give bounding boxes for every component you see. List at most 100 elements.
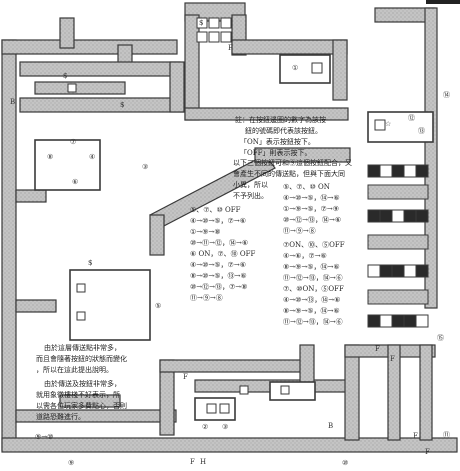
corridor-bottom-row [1,437,458,453]
route-line: ⑧→⑨→⑤，⑭→⑥ [283,307,340,315]
note-top-line: 「OFF」則表示按下。 [240,149,312,157]
corridor-diag-down [149,214,165,256]
map-label-H: H [200,458,207,466]
map-label-F-5: F [413,432,418,440]
map-label-n8: ⑧ [47,153,54,161]
map-label-n3b: ③ [222,423,229,431]
corridor-left-mid [15,189,47,203]
note-combo-line: 會產生不同的傳送點，但與下面大同 [233,170,345,178]
note-combo-line: 不予列出。 [233,192,268,200]
room-cross [34,139,101,191]
map-label-n10: ⑩ [342,459,349,467]
map-label-n12: ⑫ [408,114,415,122]
map-label-B-2: B [328,422,334,430]
map-label-F-1: F [228,44,233,52]
map-label-n14: ⑭ [443,91,450,99]
map-label-dollar-2: $ [120,101,125,109]
map-label-dollar-4: $ [199,19,204,27]
note-bottom-2: 由於傳送及按鈕非常多， 就用象徵樓棧不好表示，所 以需各位玩家多費點心，否則 道… [36,379,127,423]
map-label-n4: ④ [89,153,96,161]
corridor-left-mid-2 [15,299,57,313]
map-label-F-3: F [375,345,380,353]
corridor-top-stub [59,17,75,49]
note-bottom-line: 由於這層傳送點非常多， [44,344,121,352]
map-label-n6: ⑥ [72,178,79,186]
note-top-line: 鈕的號碼即代表該按鈕。 [245,127,322,135]
note-combo-line: 以下三個按鈕可和⑨這個按鈕配合，又 [233,159,352,167]
route-line: ⑪→⑫→⑬，⑭→⑥ [283,318,343,326]
route-line: ⑪→⑨→⑧ [190,294,223,302]
routes-right-bottom: ⑦ON、⑩、⑤OFF ④→⑥，⑦→⑥ ⑧→⑨→⑤，⑭→⑥ ⑪→⑫→⑬，⑭→⑥ ⑦… [283,240,345,328]
route-line: ⑩→⑫→⑬，⑦→⑧ [190,283,248,291]
map-label-n3: ③ [142,163,149,171]
corner-bar [426,0,460,4]
corridor-top-right-vert [332,39,348,101]
corridor-tower-vert [184,14,200,121]
route-line: ④→⑩→⑤，⑦→⑥ [190,217,246,225]
route-line: ⑦、⑩ON，⑤OFF [283,285,344,293]
map-label-F-7: F [190,458,195,466]
route-line: ④→⑩→⑤，⑦→⑥ [190,261,246,269]
route-line: ⑩→⑪→⑫，⑭→⑥ [190,239,249,247]
map-label-star: ☆ [385,120,392,128]
corridor-row-1 [19,61,181,77]
map-label-n7: ⑦ [70,138,77,146]
room-bottom-mid-2 [269,381,316,401]
note-bottom-line: 以需各位玩家多費點心，否則 [36,402,127,410]
routes-mid: ⑤、⑦、⑩ OFF ④→⑩→⑤，⑦→⑥ ①→⑨→⑧ ⑩→⑪→⑫，⑭→⑥ ⑥ ON… [190,205,255,304]
route-line: ⑤、⑦、⑩ OFF [190,206,241,214]
map-label-n2: ② [202,423,209,431]
map-label-n9: ⑨ [68,459,75,467]
route-line: ⑪→⑨→⑧ [283,227,316,235]
map-label-n5: ⑤ [155,302,162,310]
corridors [1,2,458,453]
corridor-bot-b [159,359,311,373]
note-bottom-line: 道路恐難進行。 [36,413,85,421]
corridor-bot-h [419,344,433,441]
route-line: ⑧→⑩→⑤，⑬→⑥ [190,272,247,280]
routes-right-top: ⑤、⑦、⑩ ON ④→⑩→⑤，⑭→⑥ ①→⑨→⑤，⑦→⑨ ⑩→⑫→⑬，⑭→⑥ ⑪… [283,182,341,237]
map-label-F-4: F [390,355,395,363]
route-line: ④→⑩→⑤，⑭→⑥ [283,194,340,202]
note-top-line: 註：在按鈕邊圈的數字為該按 [235,116,326,124]
route-line: ④→⑥，⑦→⑥ [283,252,327,260]
corridor-bot-g [387,344,401,441]
corridor-vert-1 [169,61,185,113]
corridor-diag-top [254,147,351,163]
map-label-F-6: F [425,448,430,456]
route-line: ⑦ON、⑩、⑤OFF [283,241,345,249]
corridor-bot-i [59,394,121,408]
tile-grid [367,164,429,328]
route-bottom-left: ⑨→⑩ [35,433,54,441]
note-top: 註：在按鈕邊圈的數字為該按 鈕的號碼即代表該按鈕。 「ON」表示按鈕按下。 「O… [235,115,326,159]
map-label-n1: ① [292,64,299,72]
room-bottom-left [69,269,151,341]
note-bottom-1: 由於這層傳送點非常多， 而且會隨著按鈕的狀態而變化 ，所以在這此提出說明。 [36,343,127,376]
square-markers [67,17,386,414]
corridor-row-2 [19,97,186,113]
note-bottom-line: ，所以在這此提出說明。 [36,366,113,374]
route-line: ①→⑨→⑧ [190,228,221,236]
route-line: ⑧→⑨→⑤，⑭→⑥ [283,263,340,271]
note-bottom-line: 而且會隨著按鈕的狀態而變化 [36,355,127,363]
route-line: ⑩→⑫→⑬，⑭→⑥ [283,216,342,224]
note-combo-line: 小異，所以 [233,181,268,189]
map-label-dollar-1: $ [63,72,68,80]
note-bottom-line: 就用象徵樓棧不好表示，所 [36,391,120,399]
route-line: ⑪→⑫→⑬，⑭→⑥ [283,274,343,282]
route-line: ⑤、⑦、⑩ ON [283,183,330,191]
corridor-row-3 [34,81,126,95]
corridor-bottom-row-2 [15,409,177,423]
map-label-n11: ⑪ [443,431,450,439]
note-bottom-line: 由於傳送及按鈕非常多， [44,380,121,388]
route-line: ⑥ ON，⑦、⑩ OFF [190,250,256,258]
map-label-n13: ⑬ [418,127,425,135]
map-label-n15: ⑮ [437,334,444,342]
map-label-dollar-3: $ [88,259,93,267]
map-label-F-2: F [183,373,188,381]
note-combo: 以下三個按鈕可和⑨這個按鈕配合，又 會產生不同的傳送點，但與下面大同 小異，所以… [233,158,352,202]
corridor-bot-e [344,344,360,441]
corridor-top-right-row [231,39,348,55]
corridor-right-edge [424,7,438,309]
